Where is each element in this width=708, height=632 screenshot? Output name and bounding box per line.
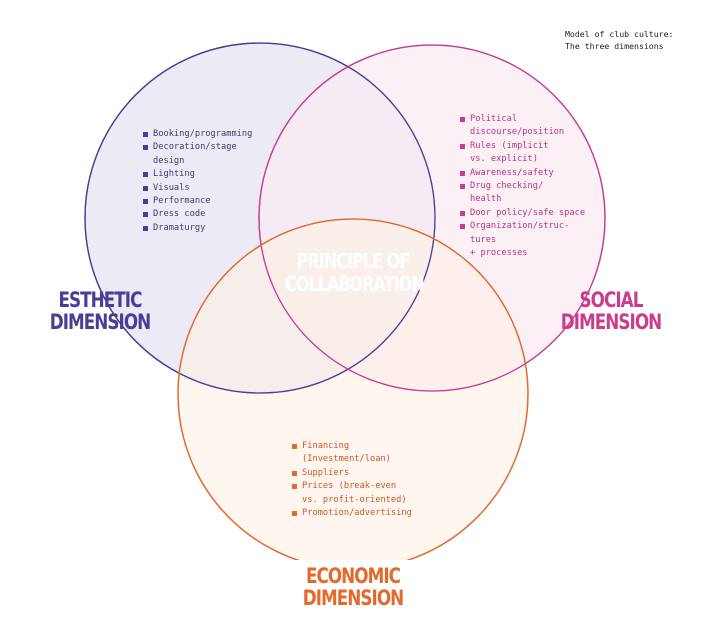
list-item: Political discourse/position — [460, 113, 585, 140]
list-item: Drug checking/ health — [460, 180, 585, 207]
list-item: Door policy/safe space — [460, 207, 585, 220]
square-bullet-icon — [143, 132, 148, 137]
social-items-list: Political discourse/position Rules (impl… — [460, 113, 585, 260]
square-bullet-icon — [143, 145, 148, 151]
square-bullet-icon — [292, 470, 297, 476]
list-item: Awareness/safety — [460, 167, 585, 180]
esthetic-dimension-title: ESTHETIC DIMENSION — [49, 288, 151, 334]
diagram-caption: Model of club culture: The three dimensi… — [565, 29, 674, 51]
square-bullet-icon — [143, 199, 148, 205]
economic-dimension-title: ECONOMIC DIMENSION — [302, 564, 404, 610]
square-bullet-icon — [292, 484, 297, 490]
list-item: Organization/struc- tures + processes — [460, 220, 585, 260]
square-bullet-icon — [292, 511, 297, 517]
square-bullet-icon — [460, 210, 465, 216]
social-dimension-title: SOCIAL DIMENSION — [560, 288, 662, 334]
list-item: Suppliers — [292, 467, 412, 480]
list-item: Promotion/advertising — [292, 507, 412, 520]
square-bullet-icon — [460, 170, 465, 176]
economic-label-backdrop — [296, 560, 410, 620]
square-bullet-icon — [460, 117, 465, 122]
square-bullet-icon — [143, 212, 148, 218]
square-bullet-icon — [460, 184, 465, 190]
center-label: PRINCIPLE OF COLLABORATION — [285, 249, 425, 296]
list-item: Prices (break-even vs. profit-oriented) — [292, 480, 412, 507]
list-item: Decoration/stage design — [143, 141, 252, 168]
list-item: Dress code — [143, 208, 252, 221]
list-item: Rules (implicit vs. explicit) — [460, 140, 585, 167]
economic-items-list: Financing (Investment/loan) Suppliers Pr… — [292, 440, 412, 520]
list-item: Dramaturgy — [143, 222, 252, 235]
list-item: Performance — [143, 195, 252, 208]
square-bullet-icon — [143, 185, 148, 191]
esthetic-items-list: Booking/programming Decoration/stage des… — [143, 128, 252, 235]
square-bullet-icon — [460, 143, 465, 149]
square-bullet-icon — [292, 444, 297, 449]
list-item: Booking/programming — [143, 128, 252, 141]
list-item: Visuals — [143, 182, 252, 195]
list-item: Lighting — [143, 168, 252, 181]
square-bullet-icon — [143, 172, 148, 178]
square-bullet-icon — [143, 225, 148, 231]
list-item: Financing (Investment/loan) — [292, 440, 412, 467]
square-bullet-icon — [460, 224, 465, 230]
